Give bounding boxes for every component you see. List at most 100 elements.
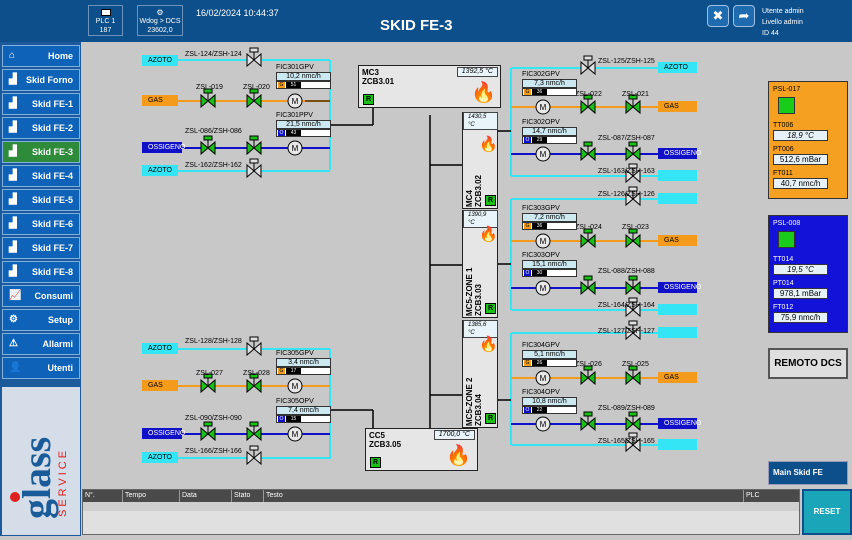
valve-label: ZSL-127/ZSH-127 <box>598 328 655 335</box>
nav-skid-fe6[interactable]: ▟Skid FE-6 <box>2 213 80 235</box>
valve-icon[interactable] <box>580 228 596 249</box>
motor-icon[interactable]: M <box>287 426 303 442</box>
id-line: ID 44 <box>762 30 779 37</box>
motor-icon[interactable]: M <box>535 370 551 386</box>
nav-skid-fe4[interactable]: ▟Skid FE-4 <box>2 165 80 187</box>
plc-status[interactable]: PLC 1 187 <box>88 5 123 36</box>
remote-indicator[interactable]: R <box>485 303 496 314</box>
nav-skid-fe2[interactable]: ▟Skid FE-2 <box>2 117 80 139</box>
valve-icon[interactable] <box>580 365 596 386</box>
valve-icon[interactable] <box>200 135 216 156</box>
remote-indicator[interactable]: R <box>485 413 496 424</box>
valve-icon[interactable] <box>246 88 262 109</box>
valve-icon[interactable] <box>200 88 216 109</box>
motor-icon[interactable]: M <box>535 280 551 296</box>
motor-icon[interactable]: M <box>535 416 551 432</box>
valve-icon[interactable] <box>625 365 641 386</box>
nav-skid-fe5[interactable]: ▟Skid FE-5 <box>2 189 80 211</box>
fic-value: 21,5 nmc/h <box>276 120 331 129</box>
valve-icon[interactable] <box>246 421 262 442</box>
nav-label: Skid FE-6 <box>31 219 73 229</box>
motor-icon[interactable]: M <box>535 233 551 249</box>
nav-skid-fe7[interactable]: ▟Skid FE-7 <box>2 237 80 259</box>
panel-label: TT006 <box>773 122 794 129</box>
valve-icon[interactable] <box>200 421 216 442</box>
main-skid-button[interactable]: Main Skid FE <box>768 461 848 485</box>
valve-icon[interactable] <box>625 411 641 432</box>
nav-skid-fe1[interactable]: ▟Skid FE-1 <box>2 93 80 115</box>
nav-skid-forno[interactable]: ▟Skid Forno <box>2 69 80 91</box>
reset-button[interactable]: RESET <box>802 489 852 535</box>
nav-consumi[interactable]: 📈Consumi <box>2 285 80 307</box>
valve-icon[interactable] <box>246 445 262 466</box>
col-number: N°. <box>83 490 123 502</box>
nav-home[interactable]: ⌂Home <box>2 45 80 67</box>
motor-icon[interactable]: M <box>287 93 303 109</box>
motor-icon[interactable]: M <box>287 378 303 394</box>
valve-icon[interactable] <box>580 275 596 296</box>
valve-icon[interactable] <box>625 228 641 249</box>
share-button[interactable]: ➦ <box>733 5 755 27</box>
alarm-table-header: N°. Tempo Data Stato Testo PLC <box>83 490 799 502</box>
valve-label: ZSL-164/ZSH-164 <box>598 302 655 309</box>
valve-icon[interactable] <box>580 55 596 76</box>
flame-icon: 🔥 <box>479 336 498 353</box>
nav-utenti[interactable]: 👤Utenti <box>2 357 80 379</box>
motor-icon[interactable]: M <box>535 99 551 115</box>
nav-label: Allarmi <box>42 339 73 349</box>
svg-text:glass: glass <box>14 437 59 519</box>
valve-icon[interactable] <box>246 47 262 68</box>
burner-temp: 1390,9 °C <box>463 210 498 228</box>
watchdog-status[interactable]: ⚙ Wdog > DCS 23602,0 <box>137 5 183 36</box>
valve-label: ZSL-023 <box>622 224 649 231</box>
remote-dcs-button[interactable]: REMOTO DCS <box>768 348 848 379</box>
burner-temp: 1385,6 °C <box>463 320 498 338</box>
valve-icon[interactable] <box>625 141 641 162</box>
nav-setup[interactable]: ⚙Setup <box>2 309 80 331</box>
valve-icon[interactable] <box>625 275 641 296</box>
remote-indicator[interactable]: R <box>485 195 496 206</box>
valve-icon[interactable] <box>246 135 262 156</box>
valve-icon[interactable] <box>580 141 596 162</box>
motor-icon[interactable]: M <box>287 140 303 156</box>
nav-skid-fe3[interactable]: ▟Skid FE-3 <box>2 141 80 163</box>
remote-indicator[interactable]: R <box>370 457 381 468</box>
nav-label: Skid FE-1 <box>31 99 73 109</box>
nav-allarmi[interactable]: ⚠Allarmi <box>2 333 80 355</box>
fic-pct: 36 <box>532 223 547 229</box>
valve-icon[interactable] <box>246 158 262 179</box>
remote-indicator[interactable]: R <box>363 94 374 105</box>
burner-name: MC5-ZONE 2 <box>465 377 474 426</box>
svg-text:M: M <box>292 97 299 106</box>
fic-pct: 22 <box>532 407 547 413</box>
motor-icon[interactable]: M <box>535 146 551 162</box>
alarm-table[interactable]: N°. Tempo Data Stato Testo PLC <box>82 489 800 535</box>
nav-skid-fe8[interactable]: ▟Skid FE-8 <box>2 261 80 283</box>
panel-value: 978,1 mBar <box>773 288 828 299</box>
burner-name: MC5-ZONE 1 <box>465 267 474 316</box>
valve-icon[interactable] <box>580 411 596 432</box>
nav-label: Skid FE-3 <box>31 147 73 157</box>
close-button[interactable]: ✖ <box>707 5 729 27</box>
status-lamp <box>778 231 795 248</box>
fic-mode: O <box>524 270 531 276</box>
valve-label: ZSL-163/ZSH-163 <box>598 168 655 175</box>
valve-icon[interactable] <box>246 336 262 357</box>
